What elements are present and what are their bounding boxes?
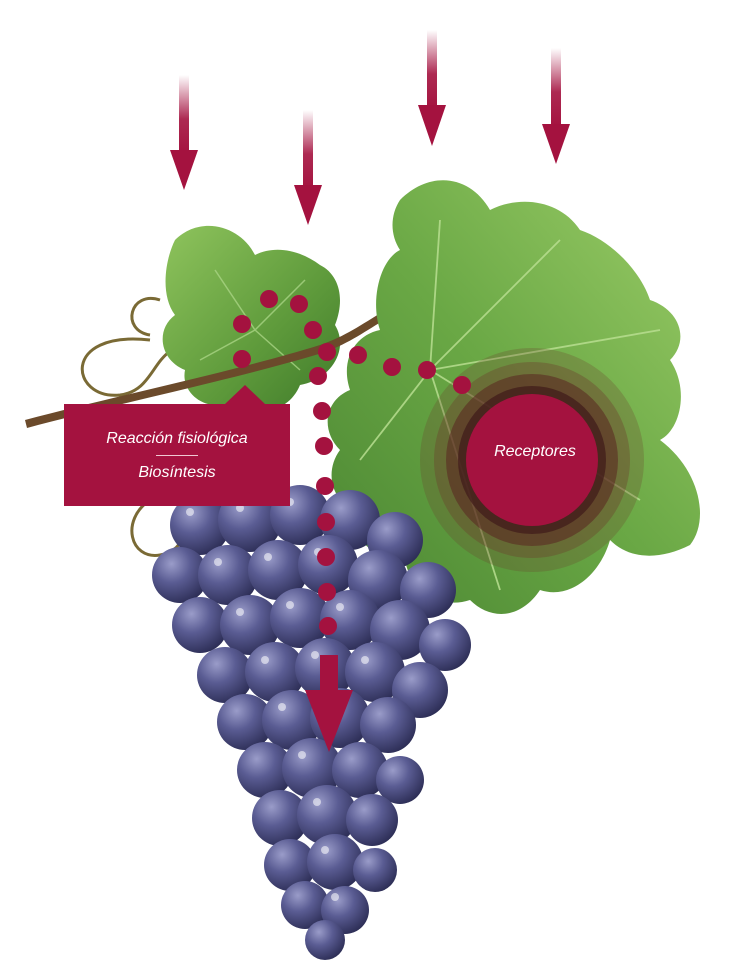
process-label-subtitle: Biosíntesis bbox=[64, 464, 290, 482]
incoming-arrow-3 bbox=[418, 30, 446, 146]
process-label-title: Reacción fisiológica bbox=[64, 430, 290, 448]
label-divider bbox=[156, 455, 198, 456]
incoming-arrow-4 bbox=[542, 48, 570, 164]
incoming-arrow-1 bbox=[170, 75, 198, 190]
process-label: Reacción fisiológica Biosíntesis bbox=[64, 404, 290, 506]
receptor-label: Receptores bbox=[460, 443, 610, 461]
incoming-arrow-2 bbox=[294, 110, 322, 225]
